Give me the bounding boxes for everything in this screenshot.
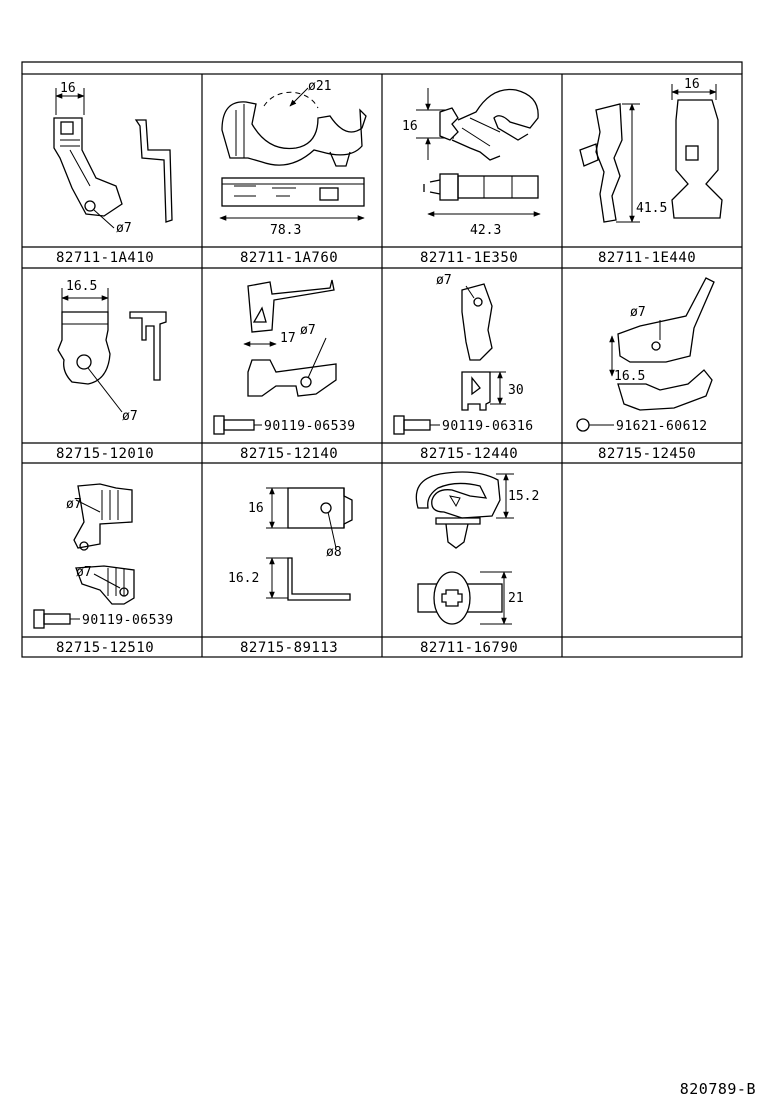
cell-4-part-number: 82711-1E440 — [598, 250, 696, 266]
clamp-drawing-4 — [579, 84, 723, 223]
clamp-drawing-9 — [33, 483, 135, 629]
cell-10-part-number: 82715-89113 — [240, 640, 338, 656]
drawing-reference-number: 820789-B — [679, 1080, 756, 1098]
cell-2-dim-b: 78.3 — [270, 223, 301, 238]
cell-9-dim-b: ø7 — [76, 565, 92, 580]
clamp-drawing-1 — [53, 88, 173, 229]
cell-7-dim-a: ø7 — [436, 273, 452, 288]
cell-1-dim-a: 16 — [60, 81, 76, 96]
cell-3-part-number: 82711-1E350 — [420, 250, 518, 266]
cell-9-dim-a: ø7 — [66, 497, 82, 512]
cell-3-dim-b: 42.3 — [470, 223, 501, 238]
cell-8-dim-a: ø7 — [630, 305, 646, 320]
cell-8-dim-b: 16.5 — [614, 369, 645, 384]
cell-9-part-number: 82715-12510 — [56, 640, 154, 656]
cell-6-dim-b: ø7 — [300, 323, 316, 338]
cell-6-part-number: 82715-12140 — [240, 446, 338, 462]
clamp-drawing-8 — [576, 277, 715, 432]
cell-1-part-number: 82711-1A410 — [56, 250, 154, 266]
cell-8-bolt-number: 91621-60612 — [616, 419, 708, 434]
cell-7-part-number: 82715-12440 — [420, 446, 518, 462]
clamp-drawing-11 — [415, 471, 514, 625]
cell-10-dim-b: ø8 — [326, 545, 342, 560]
cell-10-dim-c: 16.2 — [228, 571, 259, 586]
table-grid — [21, 61, 743, 658]
clamp-drawing-7 — [393, 283, 506, 435]
cell-2-part-number: 82711-1A760 — [240, 250, 338, 266]
clamp-drawing-2 — [219, 87, 367, 221]
cell-5-dim-b: ø7 — [122, 409, 138, 424]
cell-6-dim-a: 17 — [280, 331, 296, 346]
cell-10-dim-a: 16 — [248, 501, 264, 516]
cell-7-bolt-number: 90119-06316 — [442, 419, 534, 434]
cell-4-dim-a: 16 — [684, 77, 700, 92]
cell-11-dim-b: 21 — [508, 591, 524, 606]
cell-11-part-number: 82711-16790 — [420, 640, 518, 656]
clamp-drawing-6 — [213, 279, 337, 435]
cell-8-part-number: 82715-12450 — [598, 446, 696, 462]
cell-5-dim-a: 16.5 — [66, 279, 97, 294]
cell-6-bolt-number: 90119-06539 — [264, 419, 356, 434]
cell-11-dim-a: 15.2 — [508, 489, 539, 504]
cell-5-part-number: 82715-12010 — [56, 446, 154, 462]
cell-2-dim-a: ø21 — [308, 79, 331, 94]
clamp-drawing-5 — [57, 288, 167, 413]
clamp-drawing-3 — [416, 88, 541, 217]
cell-1-dim-b: ø7 — [116, 221, 132, 236]
cell-3-dim-a: 16 — [402, 119, 418, 134]
cell-4-dim-b: 41.5 — [636, 201, 667, 216]
cell-9-bolt-number: 90119-06539 — [82, 613, 174, 628]
cell-7-dim-b: 30 — [508, 383, 524, 398]
clamp-drawing-10 — [266, 487, 353, 601]
